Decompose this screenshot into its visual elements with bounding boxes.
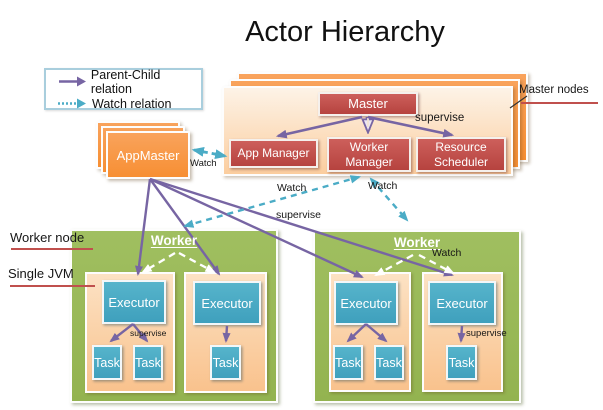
task-box: Task <box>374 345 404 380</box>
task-box: Task <box>446 345 477 380</box>
legend: Parent-Child relation Watch relation <box>44 68 203 111</box>
resource-scheduler-box: Resource Scheduler <box>416 137 506 172</box>
task-box: Task <box>92 345 122 380</box>
legend-label: Watch relation <box>92 96 172 111</box>
app-manager-box: App Manager <box>229 139 318 168</box>
worker-manager-label: Worker Manager <box>345 139 393 169</box>
appmaster-box: AppMaster <box>106 131 190 179</box>
watch-label-left: Watch <box>277 182 307 194</box>
executor-box-right-2: Executor <box>428 281 496 325</box>
worker-manager-box: Worker Manager <box>327 137 411 172</box>
executor-box-left-2: Executor <box>193 281 261 325</box>
task-label: Task <box>212 355 239 370</box>
executor-label: Executor <box>201 295 253 311</box>
arrow-watch-appmaster-appmanager <box>191 147 228 159</box>
executor-box-right-1: Executor <box>334 281 398 325</box>
worker-title-right: Worker <box>393 235 441 250</box>
task-box: Task <box>210 345 241 380</box>
task-label: Task <box>335 355 361 370</box>
resource-scheduler-label: Resource Scheduler <box>433 139 489 169</box>
executor-label: Executor <box>108 294 160 310</box>
parent-child-arrow-icon <box>59 76 86 87</box>
arrow-watch-workermanager-leftworker <box>182 175 362 228</box>
app-manager-label: App Manager <box>237 146 310 160</box>
supervise-label-master: supervise <box>415 112 465 124</box>
legend-item-parent-child: Parent-Child relation <box>56 68 201 96</box>
watch-arrow-icon <box>58 98 86 109</box>
supervise-label-appmaster: supervise <box>276 209 321 221</box>
worker-title-left: Worker <box>150 233 198 248</box>
page-title: Actor Hierarchy <box>245 16 445 48</box>
task-label: Task <box>94 355 120 370</box>
master-nodes-side-label: Master nodes <box>519 84 589 96</box>
task-label: Task <box>376 355 402 370</box>
master-box: Master <box>318 92 418 116</box>
master-label: Master <box>348 95 388 111</box>
supervise-label-jvm-right: supervise <box>466 328 507 339</box>
executor-label: Executor <box>436 295 488 311</box>
task-label: Task <box>135 355 161 370</box>
legend-item-watch: Watch relation <box>56 97 201 111</box>
watch-label-right: Watch <box>368 180 398 192</box>
worker-node-side-label: Worker node <box>10 230 85 245</box>
single-jvm-side-label: Single JVM <box>8 266 74 281</box>
executor-box-left-1: Executor <box>102 280 166 324</box>
supervise-label-jvm-left: supervise <box>130 328 167 338</box>
legend-label: Parent-Child relation <box>90 67 161 96</box>
executor-label: Executor <box>340 295 392 311</box>
task-box: Task <box>333 345 363 380</box>
task-label: Task <box>448 355 475 370</box>
appmaster-label: AppMaster <box>116 147 180 163</box>
watch-label-worker-right: Watch <box>432 247 462 259</box>
task-box: Task <box>133 345 163 380</box>
watch-label-appmaster: Watch <box>190 158 217 169</box>
